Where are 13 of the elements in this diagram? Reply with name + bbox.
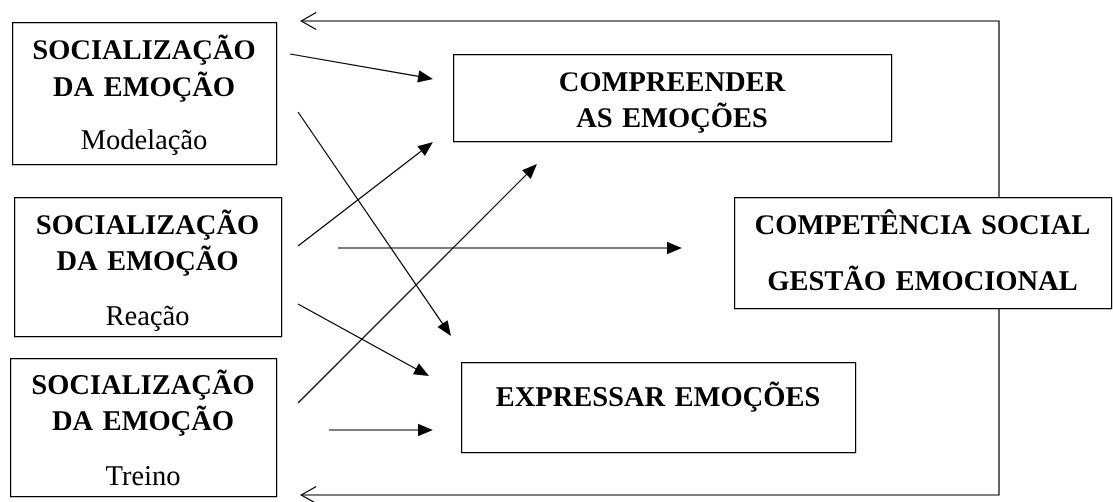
arrow: [300, 11, 1000, 198]
arrow: [297, 164, 537, 404]
arrow: [297, 142, 433, 247]
arrow: [297, 303, 429, 376]
process-box: COMPREENDER AS EMOÇÕES: [453, 54, 893, 143]
arrow: [289, 53, 433, 83]
process-box: EXPRESSAR EMOÇÕES: [461, 362, 857, 454]
process-box: SOCIALIZAÇÃO DA EMOÇÃO Reação: [14, 197, 283, 338]
process-box: SOCIALIZAÇÃO DA EMOÇÃO Modelação: [12, 22, 278, 166]
arrow: [300, 307, 1000, 502]
arrow: [297, 111, 451, 336]
process-box: COMPETÊNCIA SOCIAL GESTÃO EMOCIONAL: [734, 197, 1113, 310]
process-box: SOCIALIZAÇÃO DA EMOÇÃO Treino: [10, 358, 278, 498]
